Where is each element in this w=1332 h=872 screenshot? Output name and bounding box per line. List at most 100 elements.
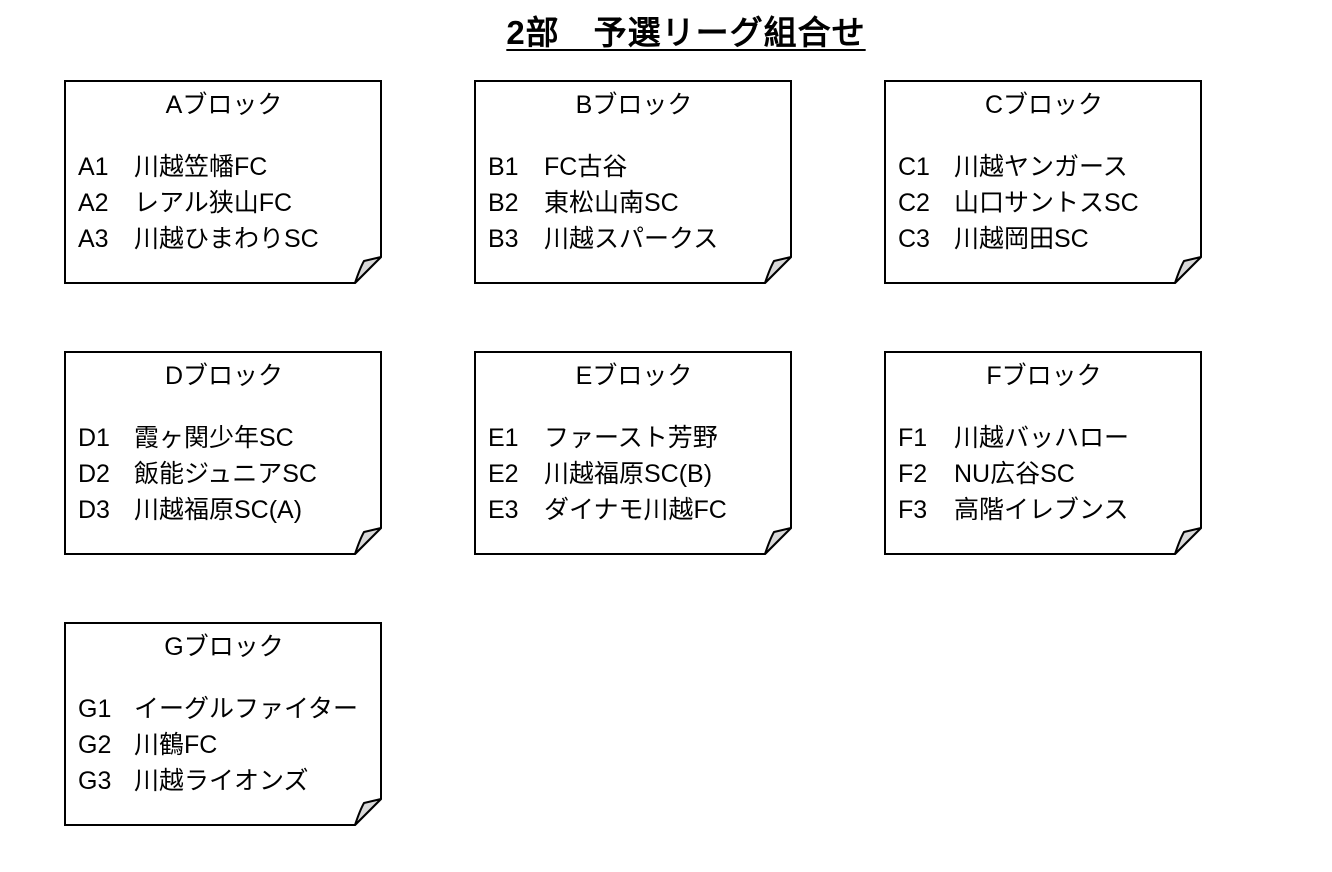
team-code: G1: [78, 695, 112, 723]
folded-corner-icon: [354, 798, 382, 826]
block-title: Eブロック: [575, 362, 693, 390]
block-content: Aブロック A1 川越笠幡FC A2 レアル狭山FC A3 川越ひまわりSC: [64, 80, 382, 284]
team-name: 高階イレブンス: [954, 496, 1129, 524]
team-code: E1: [488, 424, 519, 452]
block-content: Cブロック C1 川越ヤンガース C2 山口サントスSC C3 川越岡田SC: [884, 80, 1202, 284]
team-name: FC古谷: [544, 153, 628, 181]
team-name: 東松山南SC: [544, 189, 679, 217]
team-code: D1: [78, 424, 110, 452]
team-code: A3: [78, 225, 109, 253]
team-row: B2 東松山南SC: [488, 185, 780, 221]
team-code: C2: [898, 189, 930, 217]
folded-corner-icon: [764, 256, 792, 284]
folded-corner-note-shape: [64, 351, 382, 555]
team-row: B3 川越スパークス: [488, 221, 780, 257]
team-code: G3: [78, 767, 112, 795]
team-code: B1: [488, 153, 519, 181]
team-row: G3 川越ライオンズ: [78, 763, 370, 799]
folded-corner-note-shape: [884, 351, 1202, 555]
team-row: G1 イーグルファイター: [78, 691, 370, 727]
team-row: D1 霞ヶ関少年SC: [78, 420, 370, 456]
team-row: E1 ファースト芳野: [488, 420, 780, 456]
folded-corner-note-shape: [64, 80, 382, 284]
team-name: 川越スパークス: [544, 225, 719, 253]
block-card: Eブロック E1 ファースト芳野 E2 川越福原SC(B) E3 ダイナモ川越F…: [474, 351, 792, 555]
block-card: Dブロック D1 霞ヶ関少年SC D2 飯能ジュニアSC D3 川越福原SC(A…: [64, 351, 382, 555]
block-content: Gブロック G1 イーグルファイター G2 川鶴FC G3 川越ライオンズ: [64, 622, 382, 826]
team-row: F1 川越バッハロー: [898, 420, 1190, 456]
block-content: Bブロック B1 FC古谷 B2 東松山南SC B3 川越スパークス: [474, 80, 792, 284]
team-name: 川鶴FC: [134, 731, 218, 759]
folded-corner-note-shape: [64, 622, 382, 826]
team-code: E2: [488, 460, 519, 488]
team-code: F3: [898, 496, 928, 524]
team-row: E2 川越福原SC(B): [488, 456, 780, 492]
folded-corner-note-shape: [474, 80, 792, 284]
team-row: E3 ダイナモ川越FC: [488, 492, 780, 528]
team-code: D3: [78, 496, 110, 524]
team-list: C1 川越ヤンガース C2 山口サントスSC C3 川越岡田SC: [898, 149, 1190, 257]
team-row: C1 川越ヤンガース: [898, 149, 1190, 185]
team-name: 川越ライオンズ: [134, 767, 309, 795]
team-name: NU広谷SC: [954, 460, 1075, 488]
team-code: A1: [78, 153, 109, 181]
team-name: ダイナモ川越FC: [544, 496, 727, 524]
team-name: 川越笠幡FC: [134, 153, 268, 181]
team-list: B1 FC古谷 B2 東松山南SC B3 川越スパークス: [488, 149, 780, 257]
block-title: Gブロック: [164, 633, 284, 661]
team-list: F1 川越バッハロー F2 NU広谷SC F3 高階イレブンス: [898, 420, 1190, 528]
block-content: Eブロック E1 ファースト芳野 E2 川越福原SC(B) E3 ダイナモ川越F…: [474, 351, 792, 555]
team-name: 川越福原SC(A): [134, 496, 303, 524]
block-card: Bブロック B1 FC古谷 B2 東松山南SC B3 川越スパークス: [474, 80, 792, 284]
team-row: C3 川越岡田SC: [898, 221, 1190, 257]
team-code: G2: [78, 731, 112, 759]
team-row: D3 川越福原SC(A): [78, 492, 370, 528]
team-name: 川越岡田SC: [954, 225, 1089, 253]
blocks-grid: Aブロック A1 川越笠幡FC A2 レアル狭山FC A3 川越ひまわりSC: [64, 80, 1202, 826]
team-name: ファースト芳野: [544, 424, 718, 452]
team-row: B1 FC古谷: [488, 149, 780, 185]
block-title: Aブロック: [165, 91, 283, 119]
block-content: Fブロック F1 川越バッハロー F2 NU広谷SC F3 高階イレブンス: [884, 351, 1202, 555]
team-list: A1 川越笠幡FC A2 レアル狭山FC A3 川越ひまわりSC: [78, 149, 370, 257]
team-row: A3 川越ひまわりSC: [78, 221, 370, 257]
block-content: Dブロック D1 霞ヶ関少年SC D2 飯能ジュニアSC D3 川越福原SC(A…: [64, 351, 382, 555]
folded-corner-icon: [354, 256, 382, 284]
block-card: Fブロック F1 川越バッハロー F2 NU広谷SC F3 高階イレブンス: [884, 351, 1202, 555]
team-code: C1: [898, 153, 930, 181]
team-name: 飯能ジュニアSC: [134, 460, 317, 488]
team-row: D2 飯能ジュニアSC: [78, 456, 370, 492]
block-card: Aブロック A1 川越笠幡FC A2 レアル狭山FC A3 川越ひまわりSC: [64, 80, 382, 284]
team-name: 川越バッハロー: [954, 424, 1130, 452]
team-code: F1: [898, 424, 928, 452]
team-name: イーグルファイター: [134, 695, 359, 723]
team-row: C2 山口サントスSC: [898, 185, 1190, 221]
team-row: F3 高階イレブンス: [898, 492, 1190, 528]
block-card: Gブロック G1 イーグルファイター G2 川鶴FC G3 川越ライオンズ: [64, 622, 382, 826]
folded-corner-note-shape: [884, 80, 1202, 284]
folded-corner-icon: [1174, 256, 1202, 284]
block-title: Fブロック: [986, 362, 1102, 390]
team-row: A2 レアル狭山FC: [78, 185, 370, 221]
team-code: D2: [78, 460, 110, 488]
block-title: Bブロック: [575, 91, 693, 119]
team-code: E3: [488, 496, 519, 524]
team-name: 川越福原SC(B): [544, 460, 713, 488]
folded-corner-icon: [354, 527, 382, 555]
team-code: B2: [488, 189, 519, 217]
team-list: G1 イーグルファイター G2 川鶴FC G3 川越ライオンズ: [78, 691, 370, 799]
team-row: A1 川越笠幡FC: [78, 149, 370, 185]
folded-corner-icon: [1174, 527, 1202, 555]
team-row: F2 NU広谷SC: [898, 456, 1190, 492]
block-title: Dブロック: [164, 362, 284, 390]
folded-corner-note-shape: [474, 351, 792, 555]
block-title: Cブロック: [984, 91, 1104, 119]
team-name: 山口サントスSC: [954, 189, 1139, 217]
folded-corner-icon: [764, 527, 792, 555]
block-card: Cブロック C1 川越ヤンガース C2 山口サントスSC C3 川越岡田SC: [884, 80, 1202, 284]
page-title: 2部 予選リーグ組合せ: [506, 14, 866, 51]
team-code: F2: [898, 460, 928, 488]
team-name: 川越ひまわりSC: [134, 225, 319, 253]
team-name: 川越ヤンガース: [954, 153, 1128, 181]
